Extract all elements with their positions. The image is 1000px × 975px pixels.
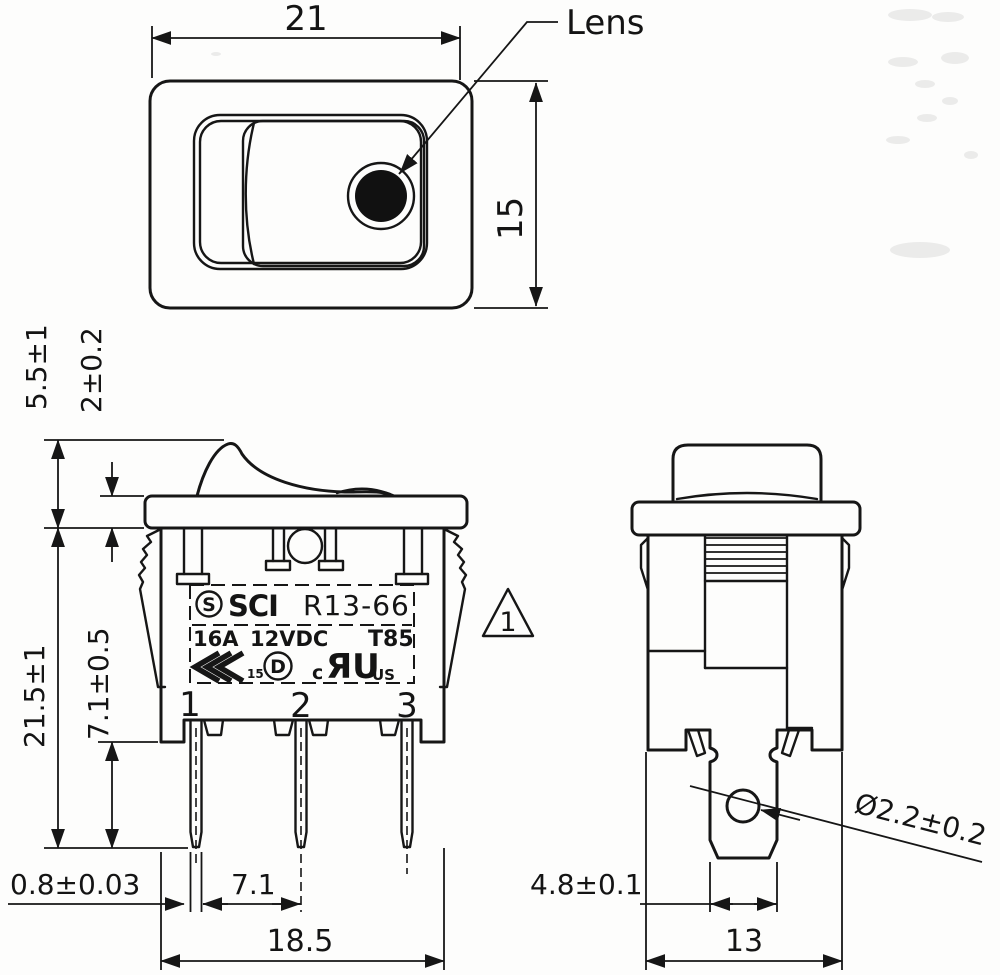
- rating-temperature: T85: [368, 627, 414, 652]
- flange-side: [630, 500, 862, 537]
- dim-flange-thickness: 2±0.2: [75, 327, 108, 413]
- side-dimension-terminal-width: 4.8±0.1: [530, 862, 778, 912]
- hook-right: [780, 728, 801, 758]
- rocker-face: [241, 119, 426, 268]
- lens-label: Lens: [566, 3, 645, 43]
- rocker-seam: [244, 121, 256, 266]
- pin2-left-notch: [272, 718, 295, 737]
- dim-overall-height: 21.5±1: [18, 644, 51, 748]
- flange-front: [143, 494, 469, 530]
- dim-pin-thickness: 0.8±0.03: [10, 868, 140, 901]
- ul-us-text: US: [372, 666, 395, 684]
- body-outline-side: [646, 533, 844, 860]
- front-view: S SCI R13-66 16A 12VDC T85 15 D c ЯU US …: [8, 324, 535, 970]
- note-flag: 1: [481, 587, 535, 638]
- note-triangle-icon: [481, 587, 535, 638]
- front-dimensions-bottom: 0.8±0.03 7.1 18.5: [8, 848, 445, 970]
- housing-outline: [148, 79, 474, 310]
- note-flag-number: 1: [499, 607, 516, 638]
- lens-circle: [355, 170, 407, 222]
- rating-voltage: 12VDC: [250, 627, 328, 651]
- dim-actuator-height: 5.5±1: [20, 324, 53, 410]
- lens-callout: Lens: [398, 3, 645, 175]
- ul-recognized-icon: ЯU: [326, 647, 380, 687]
- top-view: 21 15 Lens: [148, 0, 645, 310]
- terminal-3-label: 3: [396, 686, 418, 726]
- sci-logo-circle: [195, 590, 223, 618]
- rocker-side-base-arc: [675, 491, 819, 501]
- dim-terminal-width: 4.8±0.1: [530, 868, 643, 901]
- rocker-lens-edge: [335, 487, 392, 496]
- terminal-1-label: 1: [179, 685, 201, 725]
- rocker-profile: [195, 442, 396, 498]
- internal-posts: [175, 526, 430, 586]
- bezel-outer: [192, 113, 429, 271]
- pin1-right-notch: [202, 718, 225, 737]
- hook-left: [686, 728, 707, 758]
- terminal-2-label: 2: [290, 686, 312, 726]
- dimension-top-height: 15: [474, 80, 548, 309]
- dim-body-width: 18.5: [267, 924, 334, 959]
- ul-c-text: c: [312, 662, 323, 684]
- snap-wing-right: [438, 527, 468, 689]
- dim-text-15: 15: [491, 197, 531, 240]
- terminal-numbers: 1 2 3: [179, 685, 418, 726]
- sci-logo-letter: S: [202, 594, 216, 616]
- side-view: Ø2.2±0.2 4.8±0.1 13: [530, 443, 990, 970]
- brand-text: SCI: [228, 589, 278, 623]
- scan-noise: [211, 9, 978, 258]
- enec-mark-icon: [189, 650, 245, 684]
- rating-label: S SCI R13-66 16A 12VDC T85 15 D c ЯU US: [189, 584, 415, 687]
- latch-wing-right: [840, 536, 851, 592]
- hole-diameter-callout: Ø2.2±0.2: [689, 785, 990, 863]
- dim-body-depth: 13: [725, 924, 763, 959]
- snap-wing-left: [137, 527, 167, 689]
- dim-pin-pitch: 7.1: [231, 868, 276, 901]
- pin2-right-notch: [307, 718, 330, 737]
- latch-wing-left: [639, 536, 650, 592]
- dim-hole-diameter: Ø2.2±0.2: [851, 787, 990, 853]
- dimension-top-width: 21: [151, 0, 461, 80]
- lens-ring: [346, 161, 416, 231]
- enec-number: 15: [247, 667, 264, 681]
- body-outline-front: [159, 526, 446, 744]
- dim-pin-length: 7.1±0.5: [82, 627, 115, 740]
- demko-letter: D: [270, 656, 286, 678]
- terminal-pins: [189, 718, 414, 912]
- dim-text-21: 21: [284, 0, 327, 39]
- pin3-left-notch: [378, 718, 401, 737]
- rocker-side: [671, 443, 823, 504]
- pivot-circle: [286, 527, 324, 565]
- terminal-hole: [725, 788, 761, 824]
- rating-current: 16A: [193, 627, 239, 651]
- side-dimension-depth: 13: [645, 752, 843, 970]
- label-border: [189, 584, 415, 684]
- demko-mark-icon: [263, 651, 293, 681]
- front-dimensions-left: 5.5±1 2±0.2 21.5±1 7.1±0.5: [18, 324, 224, 849]
- model-text: R13-66: [303, 589, 410, 622]
- body-ribs: [646, 533, 814, 730]
